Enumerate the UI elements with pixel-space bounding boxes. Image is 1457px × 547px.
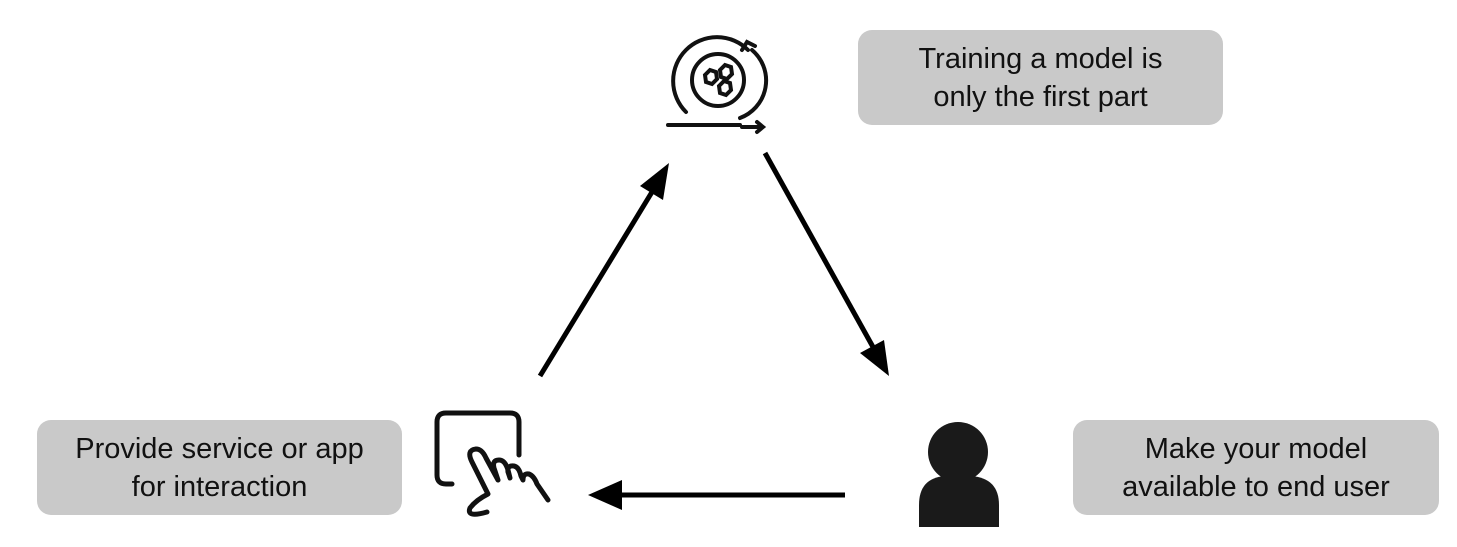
make-available-note-box: Make your model available to end user	[1073, 420, 1439, 515]
provide-service-note-box: Provide service or app for interaction	[37, 420, 402, 515]
arrow-up-to-training	[537, 163, 669, 378]
touch-screen-icon	[434, 410, 551, 517]
arrow-user-to-service	[588, 480, 845, 510]
arrow-training-to-user	[762, 151, 889, 376]
training-note-box: Training a model is only the first part	[858, 30, 1223, 125]
user-icon	[919, 422, 999, 527]
model-training-cycle-icon	[666, 35, 769, 134]
